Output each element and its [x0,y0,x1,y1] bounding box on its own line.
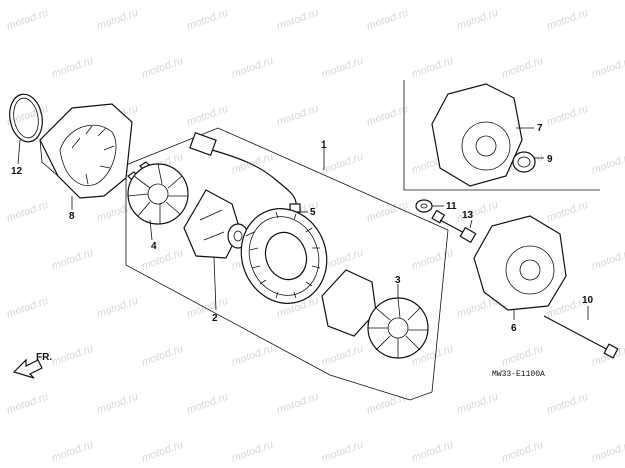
watermark-text: motod.ru [185,391,230,417]
watermark-text: motod.ru [5,295,50,321]
rotor-claw-part-2 [183,189,249,259]
watermark-text: motod.ru [185,103,230,129]
watermark-text: motod.ru [5,199,50,225]
rear-fan-part-3 [321,269,429,359]
watermark-text: motod.ru [590,55,625,81]
watermark-text: motod.ru [230,55,275,81]
watermark-text: motod.ru [140,55,185,81]
watermark-text: motod.ru [545,199,590,225]
watermark-text: motod.ru [95,7,140,33]
watermark-text: motod.ru [320,439,365,465]
watermark-text: motod.ru [410,247,455,273]
callout-1: 1 [321,140,327,151]
watermark-text: motod.ru [95,295,140,321]
bolt-part-13 [431,209,477,244]
watermark-text: motod.ru [545,103,590,129]
callout-13: 13 [462,210,474,221]
watermark-text: motod.ru [5,7,50,33]
callout-2: 2 [212,313,218,324]
assembly-group-outline [125,127,449,401]
watermark-text: motod.ru [140,343,185,369]
watermark-text: motod.ru [275,103,320,129]
watermark-text: motod.ru [410,55,455,81]
callout-7: 7 [537,123,543,134]
watermark-text: motod.ru [320,151,365,177]
watermark-text: motod.ru [50,439,95,465]
watermark-text: motod.ru [500,343,545,369]
watermark-text: motod.ru [185,295,230,321]
watermark-text: motod.ru [50,247,95,273]
watermark-text: motod.ru [185,7,230,33]
callout-3: 3 [395,275,401,286]
callout-8: 8 [69,211,75,222]
callout-5: 5 [310,207,316,218]
watermark-text: motod.ru [275,391,320,417]
watermark-text: motod.ru [50,343,95,369]
watermark-text: motod.ru [5,391,50,417]
direction-label: FR. [36,352,52,363]
watermark-text: motod.ru [545,391,590,417]
front-housing-part-7 [431,83,523,187]
callout-4: 4 [151,241,157,252]
watermark-text: motod.ru [230,343,275,369]
watermark-text: motod.ru [410,439,455,465]
watermark-text: motod.ru [275,7,320,33]
watermark-text: motod.ru [455,391,500,417]
watermark-text: motod.ru [140,247,185,273]
diagram-code: MW33-E1100A [492,370,545,379]
callout-11: 11 [446,201,457,212]
leader-lines [17,127,589,320]
watermark-text: motod.ru [590,439,625,465]
watermark-text: motod.ru [590,151,625,177]
watermark-text: motod.ru [320,343,365,369]
watermark-text: motod.ru [230,151,275,177]
watermark-text: motod.ru [590,247,625,273]
watermark-text: motod.ru [365,199,410,225]
callout-10: 10 [582,295,594,306]
washer-part-11 [415,199,433,213]
watermark-text: motod.ru [365,391,410,417]
watermark-text: motod.ru [95,391,140,417]
watermark-text: motod.ru [545,7,590,33]
wire-harness [189,131,301,213]
watermark-text: motod.ru [365,103,410,129]
fan-part-4 [127,163,189,225]
through-bolt-part-10 [543,315,619,359]
watermark-text: motod.ru [320,55,365,81]
cap-part-9 [512,151,536,173]
front-housing-part-6 [473,215,567,311]
watermark-text: motod.ru [365,7,410,33]
watermark-text: motod.ru [455,7,500,33]
callout-12: 12 [11,166,23,177]
inset-outline [403,80,600,191]
watermark-text: motod.ru [230,439,275,465]
rear-cover-part-8 [39,103,133,199]
callout-6: 6 [511,323,517,334]
watermark-text: motod.ru [500,439,545,465]
watermark-text: motod.ru [500,55,545,81]
watermark-text: motod.ru [50,55,95,81]
o-ring-part-12 [9,93,43,143]
front-direction-arrow: FR. [12,352,52,379]
stator-part-5 [240,208,328,304]
watermark-text: motod.ru [140,439,185,465]
callout-9: 9 [547,154,553,165]
